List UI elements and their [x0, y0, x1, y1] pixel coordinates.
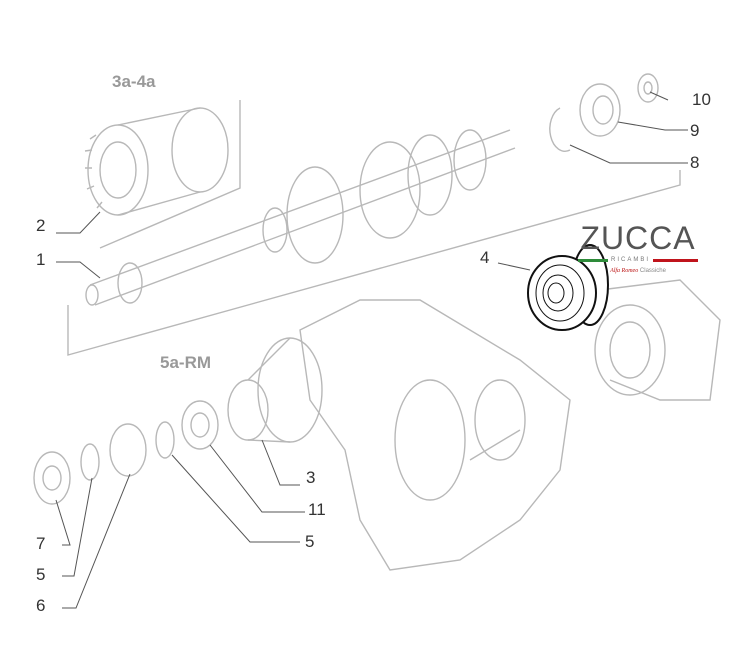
group-label-5a-rm: 5a-RM: [160, 353, 212, 372]
callout-6: 6: [36, 596, 46, 615]
callout-3: 3: [306, 468, 316, 487]
needle-bearing-6: [109, 423, 147, 477]
logo-subtitle: RICAMBI: [611, 257, 651, 263]
logo-suffix: Classiche: [639, 268, 666, 274]
main-shaft-1: [85, 129, 516, 306]
clutch-housing: [594, 279, 721, 401]
logo-name: ZUCCA: [580, 220, 696, 256]
logo-tricolor-bar: RICAMBI: [578, 256, 698, 264]
snap-ring-5: [155, 421, 175, 459]
bearing-7: [33, 451, 71, 505]
bearing-11: [181, 400, 219, 450]
callout-8: 8: [690, 153, 700, 172]
callout-11: 11: [308, 500, 326, 519]
callout-5-lower: 5: [36, 565, 46, 584]
washer-10: [637, 73, 659, 103]
bracket-line: [67, 170, 681, 356]
callout-9: 9: [690, 121, 700, 140]
logo-brand: Alfa Romeo: [610, 268, 639, 274]
zucca-logo: ZUCCA RICAMBI Alfa Romeo Classiche: [578, 222, 698, 274]
callout-5: 5: [305, 532, 315, 551]
snap-ring-5b: [80, 443, 100, 481]
callout-2: 2: [36, 216, 46, 235]
bracket-line: [99, 100, 241, 249]
snap-ring-8: [549, 107, 571, 152]
gearbox-casing: [299, 299, 571, 571]
callout-1: 1: [36, 250, 46, 269]
callout-10: 10: [692, 90, 711, 109]
bearing-4-highlighted: [527, 244, 609, 331]
gear-cluster-2: [84, 107, 229, 216]
callout-4: 4: [480, 248, 490, 267]
bearing-9: [579, 83, 621, 137]
group-label-3a-4a: 3a-4a: [112, 72, 156, 91]
gear-3: [227, 337, 323, 443]
callout-7: 7: [36, 534, 46, 553]
